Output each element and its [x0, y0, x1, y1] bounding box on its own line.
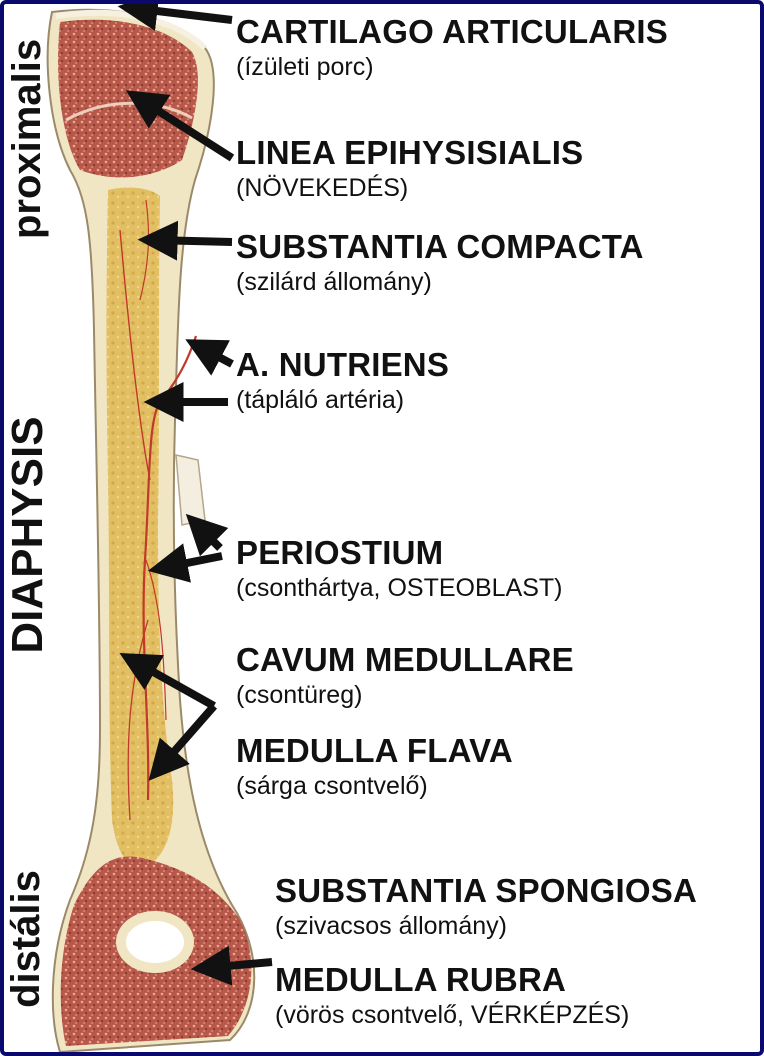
label-a-nutriens: A. NUTRIENS (tápláló artéria): [236, 347, 449, 415]
label-subtitle: (szivacsos állomány): [275, 913, 697, 941]
label-subtitle: (szilárd állomány): [236, 269, 644, 297]
region-label-proximal: proximalis: [5, 39, 49, 239]
region-label-distal: distális: [4, 859, 48, 1019]
label-title: A. NUTRIENS: [236, 347, 449, 383]
proximal-spongy-bone: [58, 20, 198, 178]
label-medulla-flava: MEDULLA FLAVA (sárga csontvelő): [236, 733, 513, 801]
label-title: PERIOSTIUM: [236, 535, 563, 571]
label-subtitle: (NÖVEKEDÉS): [236, 175, 583, 203]
label-subtitle: (sárga csontvelő): [236, 773, 513, 801]
label-substantia-spongiosa: SUBSTANTIA SPONGIOSA (szivacsos állomány…: [275, 873, 697, 941]
label-substantia-compacta: SUBSTANTIA COMPACTA (szilárd állomány): [236, 229, 644, 297]
label-subtitle: (csontüreg): [236, 682, 574, 710]
region-label-diaphysis: DIAPHYSIS: [3, 385, 53, 685]
label-cartilago-articularis: CARTILAGO ARTICULARIS (ízületi porc): [236, 14, 668, 82]
label-medulla-rubra: MEDULLA RUBRA (vörös csontvelő, VÉRKÉPZÉ…: [275, 962, 629, 1030]
label-subtitle: (ízületi porc): [236, 54, 668, 82]
label-title: LINEA EPIHYSISIALIS: [236, 135, 583, 171]
label-title: SUBSTANTIA COMPACTA: [236, 229, 644, 265]
label-linea-epihysisialis: LINEA EPIHYSISIALIS (NÖVEKEDÉS): [236, 135, 583, 203]
label-subtitle: (vörös csontvelő, VÉRKÉPZÉS): [275, 1002, 629, 1030]
label-title: SUBSTANTIA SPONGIOSA: [275, 873, 697, 909]
label-title: CARTILAGO ARTICULARIS: [236, 14, 668, 50]
label-cavum-medullare: CAVUM MEDULLARE (csontüreg): [236, 642, 574, 710]
label-title: MEDULLA FLAVA: [236, 733, 513, 769]
label-subtitle: (csonthártya, OSTEOBLAST): [236, 575, 563, 603]
label-periostium: PERIOSTIUM (csonthártya, OSTEOBLAST): [236, 535, 563, 603]
cross-section-hole: [121, 916, 189, 968]
label-subtitle: (tápláló artéria): [236, 387, 449, 415]
label-title: MEDULLA RUBRA: [275, 962, 629, 998]
label-title: CAVUM MEDULLARE: [236, 642, 574, 678]
periosteum-flap: [176, 455, 205, 525]
